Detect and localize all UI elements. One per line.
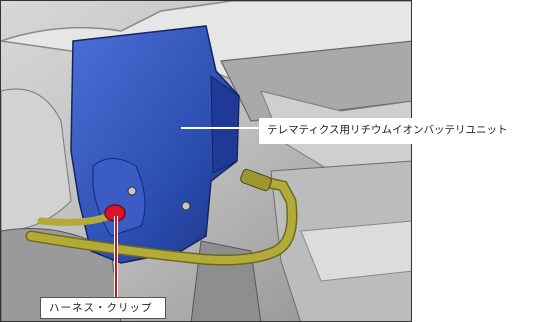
engine-bay-illustration xyxy=(0,0,412,322)
bolt xyxy=(127,186,137,196)
battery-unit-side xyxy=(210,75,240,174)
bolt-2 xyxy=(181,201,191,211)
harness-clip-label: ハーネス・クリップ xyxy=(40,297,166,319)
battery-unit-label: テレマティクス用リチウムイオンバッテリユニット xyxy=(259,118,548,144)
harness xyxy=(27,177,296,264)
harness-connector xyxy=(240,168,272,192)
illustration-svg xyxy=(1,1,411,321)
right-rail xyxy=(300,220,411,282)
